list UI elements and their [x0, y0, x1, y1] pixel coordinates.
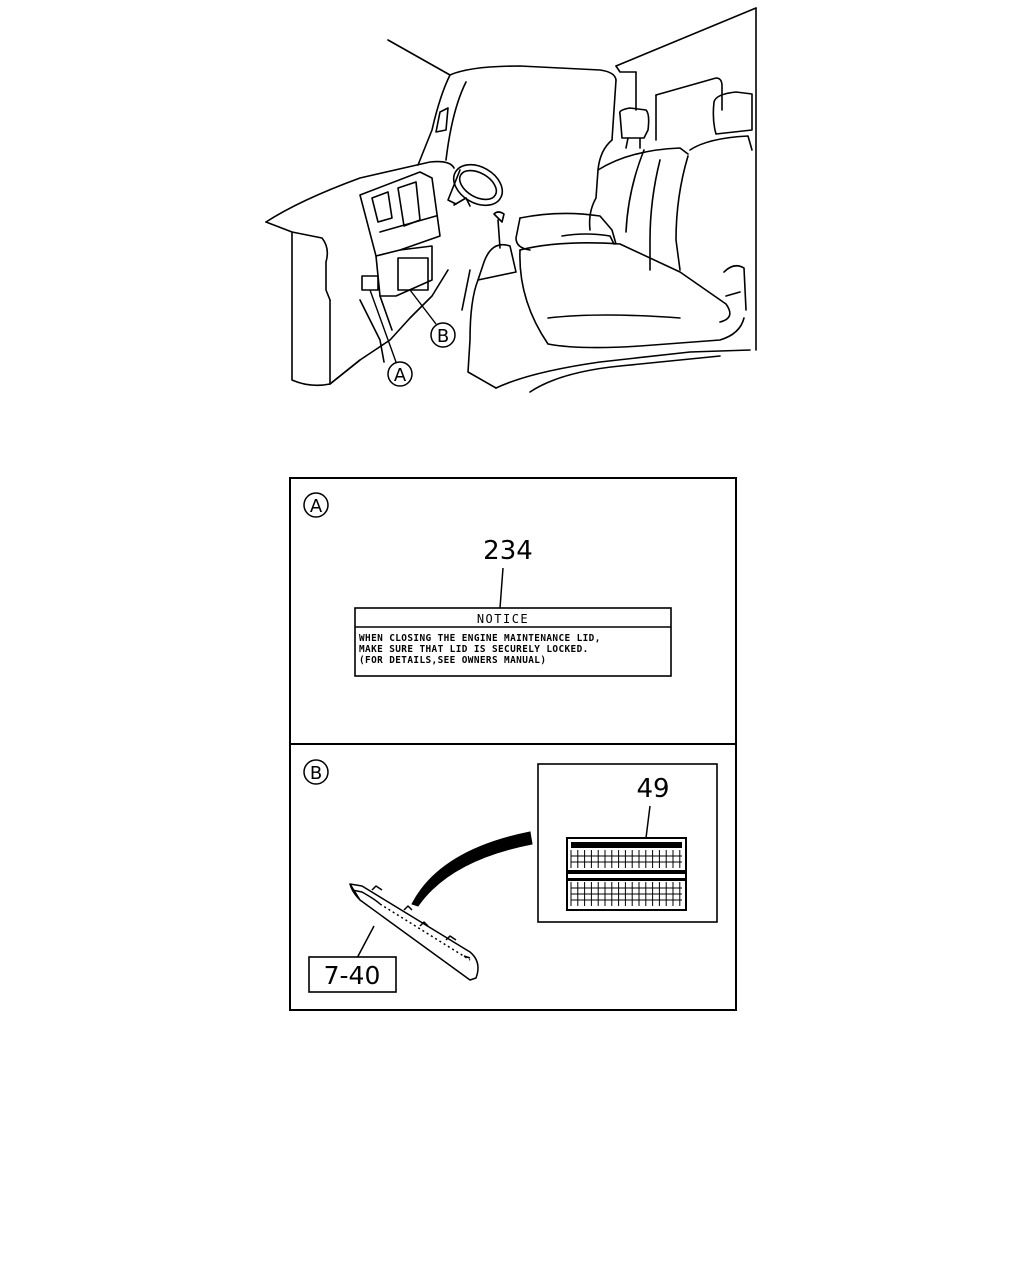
detail-frame — [289, 477, 737, 1011]
callout-a-label: A — [394, 365, 407, 386]
notice-line-1: WHEN CLOSING THE ENGINE MAINTENANCE LID, — [359, 633, 601, 644]
fuse-cover — [349, 883, 479, 981]
reference-7-40: 7-40 — [324, 961, 381, 990]
reference-box — [308, 956, 397, 993]
callout-b: B — [430, 322, 456, 348]
leader-234 — [499, 567, 504, 609]
cab-interior-illustration — [265, 7, 757, 393]
notice-label: NOTICE WHEN CLOSING THE ENGINE MAINTENAN… — [354, 607, 672, 677]
callout-b-label: B — [437, 326, 449, 347]
panel-a-marker: A — [310, 496, 323, 517]
notice-line-3: (FOR DETAILS,SEE OWNERS MANUAL) — [359, 655, 546, 666]
notice-line-2: MAKE SURE THAT LID IS SECURELY LOCKED. — [359, 644, 589, 655]
pointer-arrow — [411, 831, 533, 907]
notice-heading: NOTICE — [477, 612, 529, 626]
fuse-label-49 — [566, 837, 687, 911]
leader-7-40 — [355, 925, 375, 961]
leader-49 — [645, 805, 651, 839]
panel-a: A 234 NOTICE WHEN CLOSING THE ENGINE MAI… — [303, 492, 672, 677]
panel-b-marker: B — [310, 763, 322, 784]
callout-a: A — [387, 361, 413, 387]
callout-leaders — [369, 289, 437, 363]
part-number-49: 49 — [636, 774, 669, 804]
part-number-234: 234 — [483, 536, 533, 566]
panel-b: B 49 7-40 — [303, 759, 718, 993]
